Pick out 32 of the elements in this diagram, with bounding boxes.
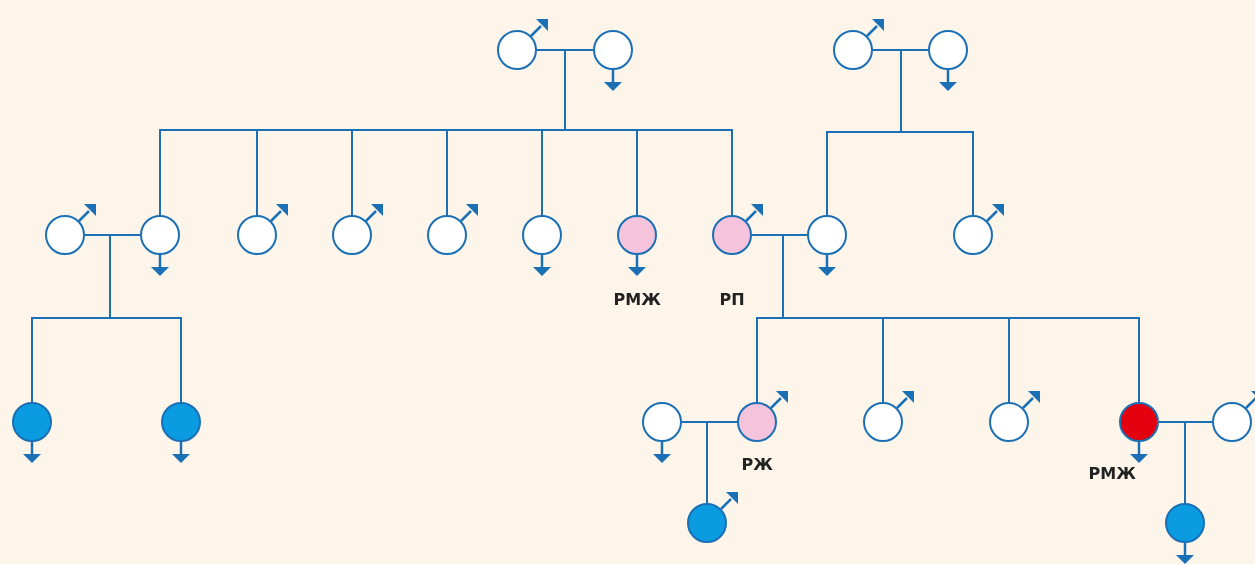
diagnosis-label: РМЖ	[1088, 464, 1136, 483]
person-circle	[237, 215, 277, 255]
person-circle	[928, 30, 968, 70]
pedigree-line	[706, 421, 738, 504]
person-circle	[161, 402, 201, 442]
person-circle	[833, 30, 873, 70]
person-circle	[807, 215, 847, 255]
person-circle	[12, 402, 52, 442]
person-circle	[427, 215, 467, 255]
person-circle	[953, 215, 993, 255]
diagnosis-label: РП	[719, 290, 745, 309]
person-circle	[712, 215, 752, 255]
person-circle	[1119, 402, 1159, 442]
person-circle	[593, 30, 633, 70]
person-circle	[140, 215, 180, 255]
person-circle	[687, 503, 727, 543]
pedigree-line	[109, 234, 182, 403]
person-circle	[617, 215, 657, 255]
person-circle	[45, 215, 85, 255]
person-circle	[1212, 402, 1252, 442]
pedigree-line	[900, 49, 974, 216]
person-circle	[332, 215, 372, 255]
person-circle	[737, 402, 777, 442]
pedigree-line	[1184, 421, 1213, 504]
diagnosis-label: РЖ	[741, 455, 773, 474]
person-circle	[863, 402, 903, 442]
person-circle	[522, 215, 562, 255]
person-circle	[642, 402, 682, 442]
diagnosis-label: РМЖ	[613, 290, 661, 309]
person-circle	[1165, 503, 1205, 543]
person-circle	[989, 402, 1029, 442]
person-circle	[497, 30, 537, 70]
